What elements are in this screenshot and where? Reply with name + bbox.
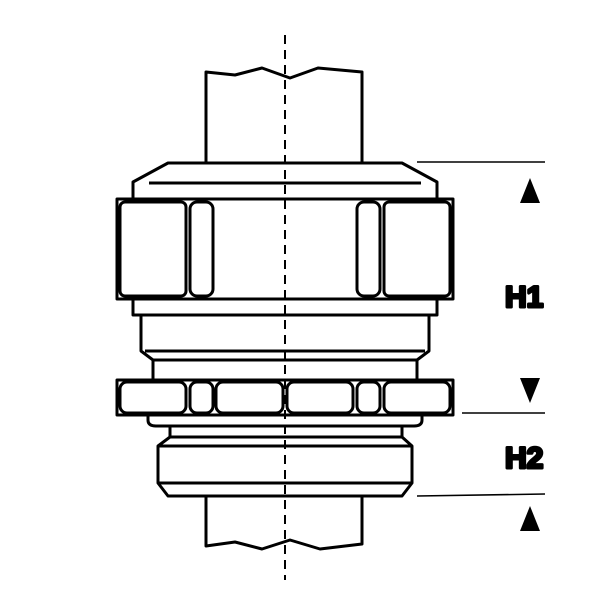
arrow-up-icon [520,506,540,531]
arrow-down-icon [520,378,540,403]
dimension-label-h2: H2 [505,442,543,475]
arrow-up-icon [520,178,540,203]
dimension-label-h1: H1 [505,281,543,314]
dimension-lines [416,161,546,497]
top-cap [131,161,439,201]
